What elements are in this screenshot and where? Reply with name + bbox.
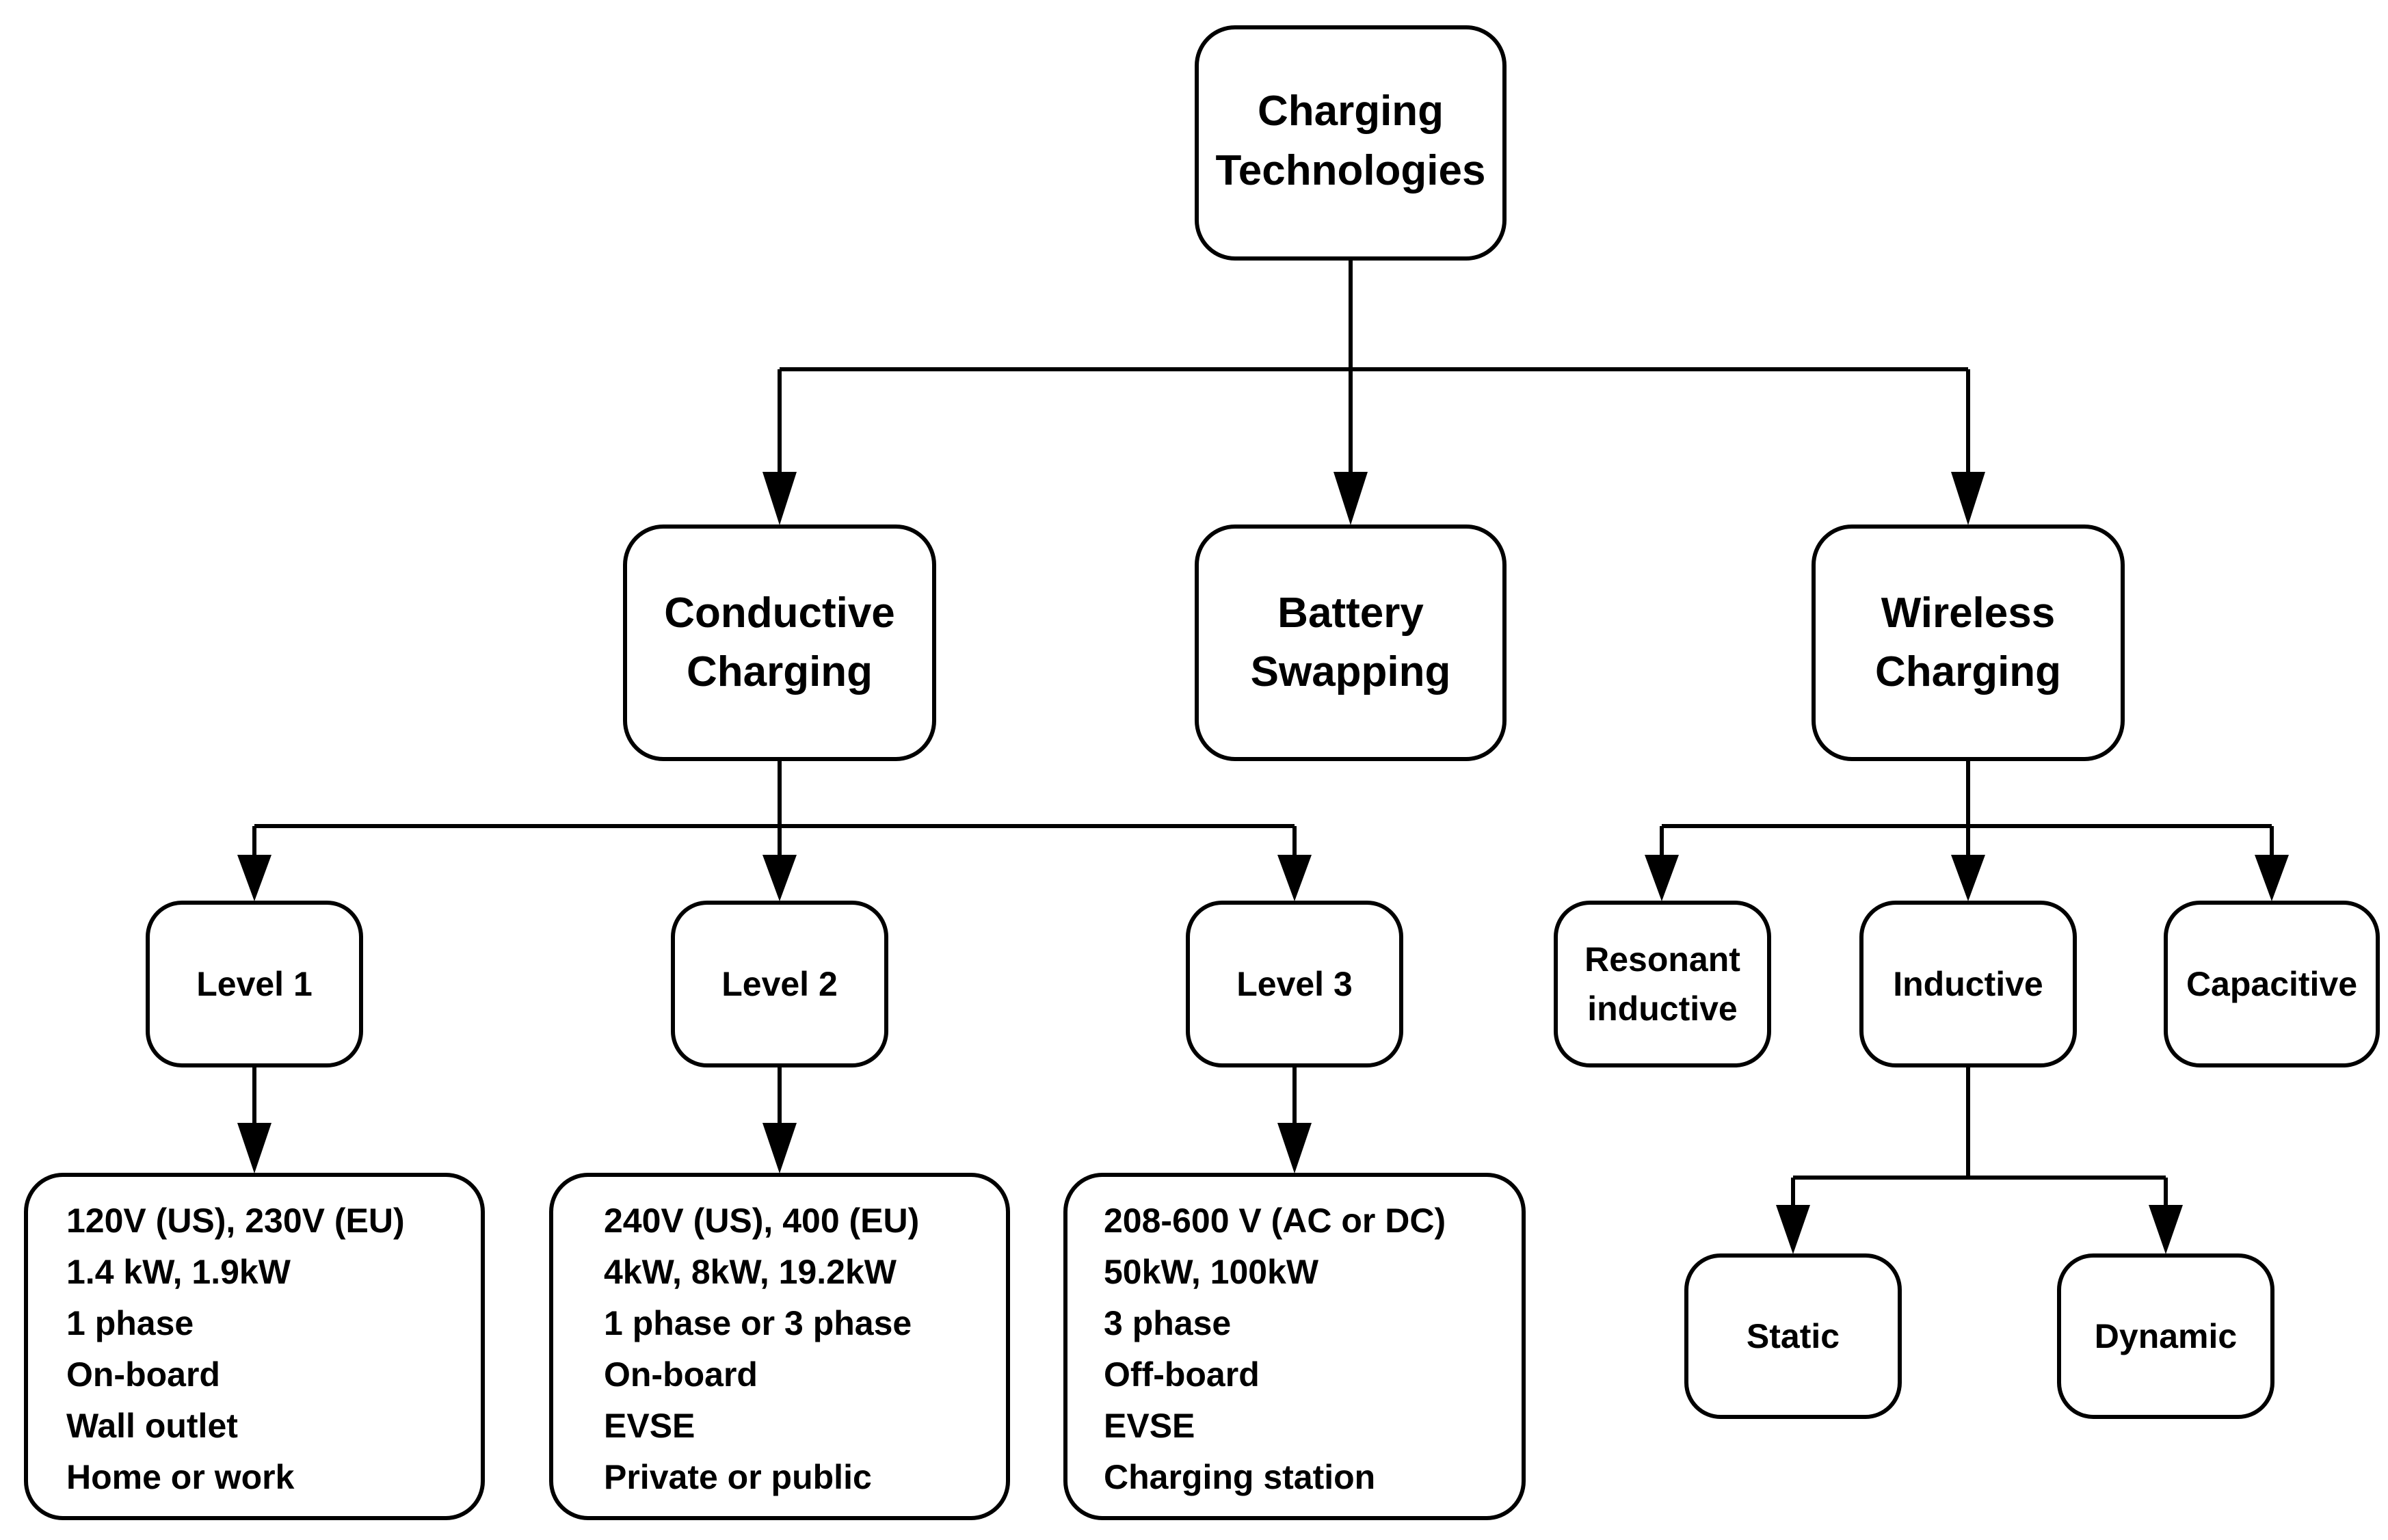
- spec-line: 3 phase: [1104, 1304, 1231, 1342]
- arrowhead-spec3: [1277, 1123, 1312, 1173]
- spec-line: Wall outlet: [66, 1407, 238, 1445]
- connectors: [252, 258, 2274, 1209]
- node-static: Static: [1684, 1253, 1902, 1419]
- arrowhead-static: [1776, 1205, 1810, 1254]
- spec-line: 1 phase: [66, 1304, 194, 1342]
- spec-line: 240V (US), 400 (EU): [604, 1202, 919, 1240]
- arrowhead-conductive: [762, 472, 797, 525]
- node-level-3: Level 3: [1186, 901, 1403, 1067]
- node-label: Static: [1747, 1317, 1840, 1355]
- node-level-1: Level 1: [146, 901, 363, 1067]
- node-inductive: Inductive: [1859, 901, 2077, 1067]
- spec-line: 120V (US), 230V (EU): [66, 1202, 405, 1240]
- spec-lines: 208-600 V (AC or DC) 50kW, 100kW 3 phase…: [1104, 1202, 1446, 1496]
- spec-lines: 120V (US), 230V (EU) 1.4 kW, 1.9kW 1 pha…: [66, 1202, 405, 1496]
- node-label-line2: Technologies: [1215, 147, 1485, 194]
- arrowhead-spec2: [762, 1123, 797, 1173]
- arrowhead-capacitive: [2255, 855, 2289, 901]
- node-wireless-charging: Wireless Charging: [1812, 525, 2125, 761]
- node-label-line1: Charging: [1258, 88, 1444, 135]
- arrowhead-dynamic: [2149, 1205, 2183, 1254]
- spec-line: 208-600 V (AC or DC): [1104, 1202, 1446, 1240]
- node-label-line2: Charging: [1875, 648, 2061, 695]
- spec-line: 50kW, 100kW: [1104, 1253, 1319, 1291]
- spec-lines: 240V (US), 400 (EU) 4kW, 8kW, 19.2kW 1 p…: [604, 1202, 919, 1496]
- node-label-line1: Conductive: [664, 589, 895, 637]
- node-label-line2: inductive: [1587, 990, 1737, 1028]
- node-conductive-charging: Conductive Charging: [623, 525, 936, 761]
- node-label-line1: Resonant: [1584, 940, 1740, 979]
- node-level-2: Level 2: [671, 901, 888, 1067]
- node-label-line1: Battery: [1277, 589, 1424, 637]
- spec-line: Off-board: [1104, 1355, 1260, 1394]
- spec-box-level-3: 208-600 V (AC or DC) 50kW, 100kW 3 phase…: [1063, 1173, 1526, 1520]
- spec-line: On-board: [66, 1355, 220, 1394]
- spec-box-level-2: 240V (US), 400 (EU) 4kW, 8kW, 19.2kW 1 p…: [549, 1173, 1010, 1520]
- arrowhead-level2: [762, 855, 797, 901]
- node-charging-technologies: Charging Technologies: [1195, 25, 1507, 261]
- arrowheads: [237, 472, 2289, 1254]
- spec-line: 1.4 kW, 1.9kW: [66, 1253, 291, 1291]
- spec-line: On-board: [604, 1355, 758, 1394]
- spec-line: EVSE: [604, 1407, 695, 1445]
- node-label: Level 1: [196, 965, 313, 1003]
- spec-line: Private or public: [604, 1458, 872, 1496]
- node-dynamic: Dynamic: [2057, 1253, 2274, 1419]
- spec-line: Charging station: [1104, 1458, 1375, 1496]
- arrowhead-battery: [1334, 472, 1368, 525]
- node-label-line1: Wireless: [1881, 589, 2055, 637]
- arrowhead-level3: [1277, 855, 1312, 901]
- node-label: Inductive: [1893, 965, 2043, 1003]
- arrowhead-level1: [237, 855, 271, 901]
- node-capacitive: Capacitive: [2164, 901, 2380, 1067]
- arrowhead-inductive: [1951, 855, 1985, 901]
- node-label-line2: Swapping: [1251, 648, 1451, 695]
- spec-line: 1 phase or 3 phase: [604, 1304, 912, 1342]
- node-label: Level 3: [1236, 965, 1353, 1003]
- node-resonant-inductive: Resonant inductive: [1554, 901, 1771, 1067]
- arrowhead-spec1: [237, 1123, 271, 1173]
- node-label: Capacitive: [2186, 965, 2357, 1003]
- spec-box-level-1: 120V (US), 230V (EU) 1.4 kW, 1.9kW 1 pha…: [24, 1173, 485, 1520]
- arrowhead-wireless: [1951, 472, 1985, 525]
- spec-line: EVSE: [1104, 1407, 1195, 1445]
- spec-line: Home or work: [66, 1458, 295, 1496]
- node-label: Dynamic: [2095, 1317, 2237, 1355]
- arrowhead-resonant: [1645, 855, 1679, 901]
- node-label-line2: Charging: [687, 648, 873, 695]
- node-label: Level 2: [721, 965, 838, 1003]
- node-battery-swapping: Battery Swapping: [1195, 525, 1507, 761]
- spec-line: 4kW, 8kW, 19.2kW: [604, 1253, 897, 1291]
